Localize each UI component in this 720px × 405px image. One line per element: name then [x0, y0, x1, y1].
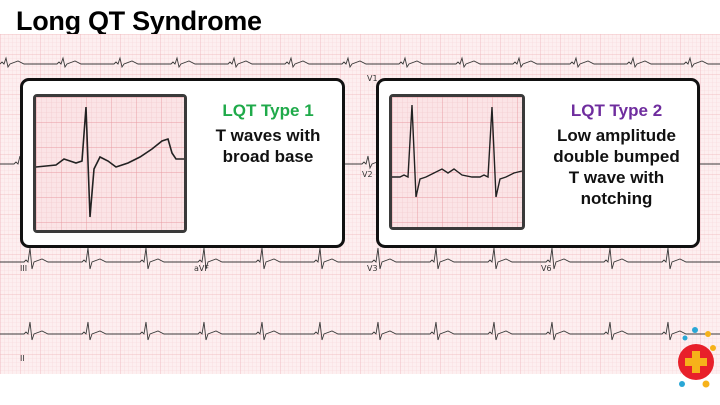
lead-label-v6: V6	[541, 264, 552, 273]
medical-cross-logo-icon	[678, 327, 716, 388]
lead-label-v2: V2	[362, 170, 373, 179]
lead-label-v3: V3	[367, 264, 378, 273]
lqt-type-1-waveform	[36, 97, 184, 230]
ecg-trace-row	[0, 56, 720, 69]
lqt-type-2-card: LQT Type 2 Low amplitude double bumped T…	[376, 78, 700, 248]
lqt-type-1-ecg-thumbnail	[33, 94, 187, 233]
ecg-trace-row	[0, 321, 720, 341]
lead-label-v1: V1	[367, 74, 378, 83]
lead-label-iii: III	[20, 264, 28, 273]
lqt-type-1-card: LQT Type 1 T waves with broad base	[20, 78, 345, 248]
lqt-type-2-ecg-thumbnail	[389, 94, 525, 230]
lqt-type-1-title: LQT Type 1	[222, 101, 314, 120]
lqt-type-2-title: LQT Type 2	[570, 101, 663, 120]
lead-label-ii: II	[20, 354, 25, 363]
ecg-trace-row	[0, 247, 720, 270]
lqt-type-2-waveform	[392, 97, 522, 227]
slide-title: Long QT Syndrome	[16, 6, 262, 36]
lqt-type-1-description: T waves with broad base	[215, 126, 321, 166]
lead-label-avf: aVF	[194, 264, 209, 273]
lqt-type-2-description: Low amplitude double bumped T wave with …	[553, 126, 680, 208]
